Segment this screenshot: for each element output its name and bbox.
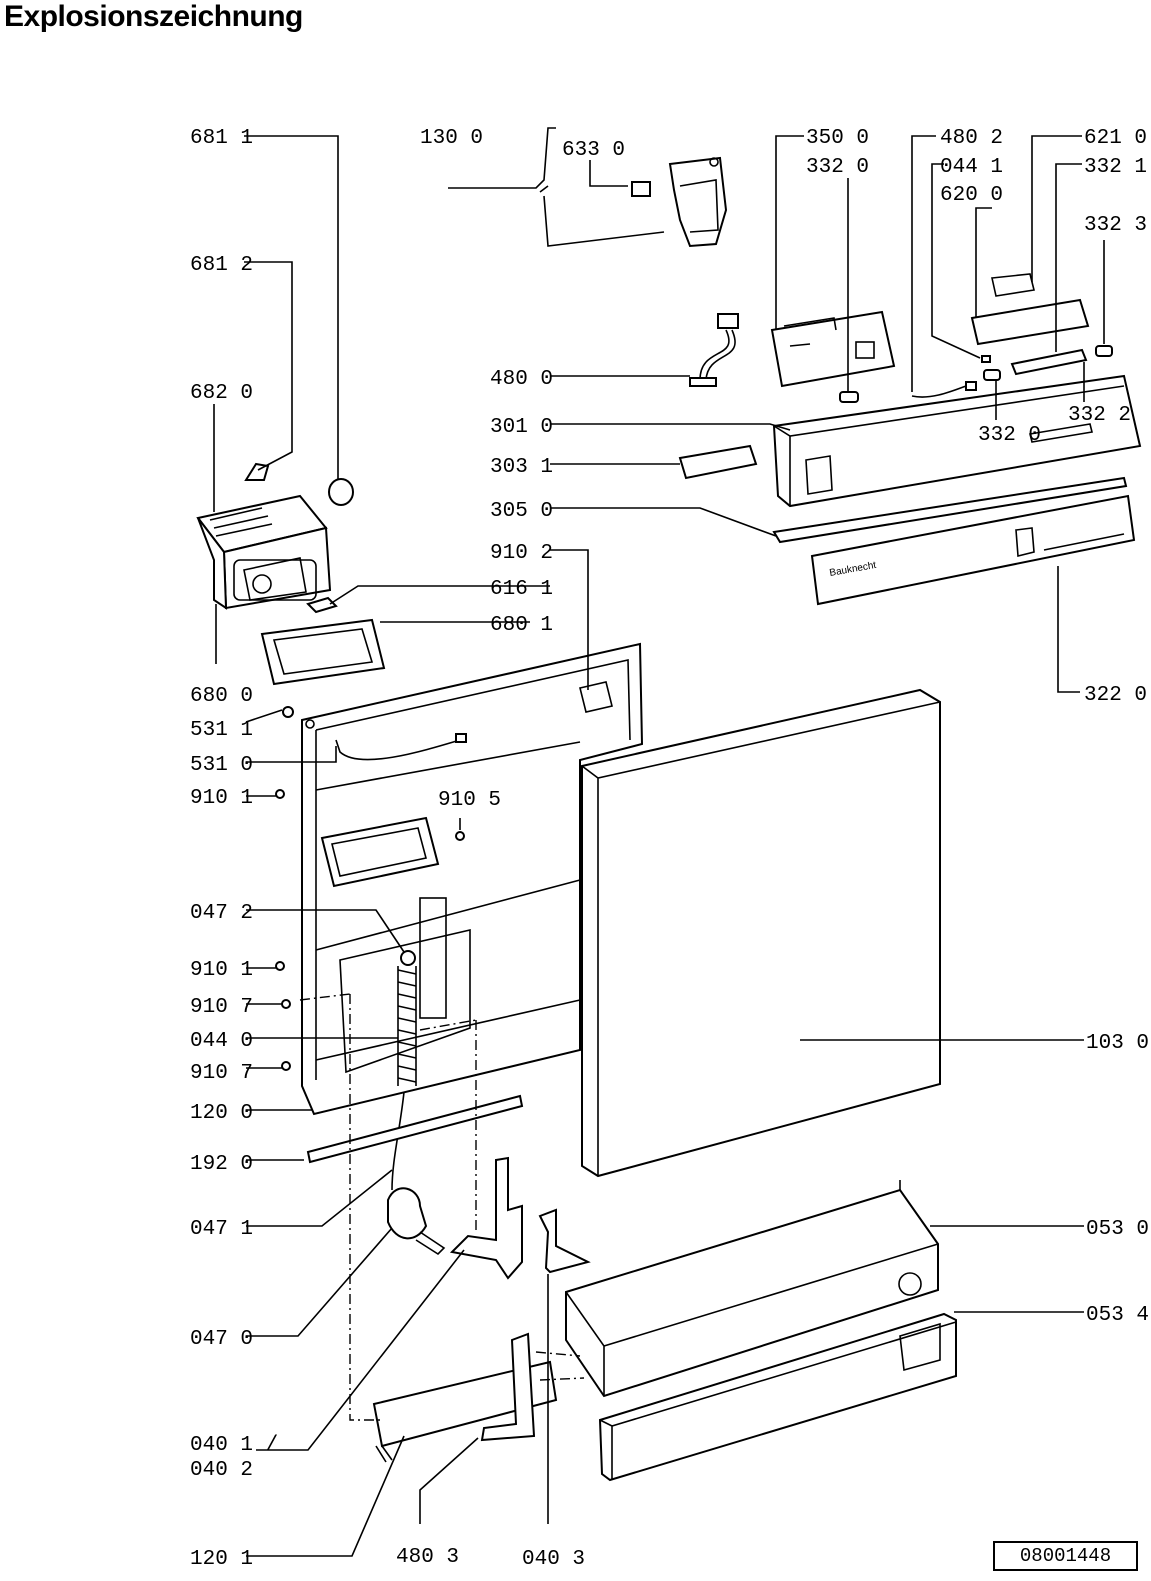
part-620-0-module bbox=[970, 273, 1090, 346]
alignment-lines bbox=[299, 993, 585, 1421]
callout-910-1-a: 910 1 bbox=[190, 787, 253, 810]
part-480-2-connector bbox=[965, 381, 977, 391]
callout-480-3: 480 3 bbox=[396, 1546, 459, 1569]
part-103-0-door-panel bbox=[581, 688, 941, 1178]
callout-910-7-a: 910 7 bbox=[190, 996, 253, 1019]
part-053-0-plinth bbox=[565, 1180, 939, 1398]
callout-040-1: 040 1 / bbox=[190, 1434, 278, 1457]
part-332-0-button-b bbox=[983, 369, 1001, 381]
part-inner-recess bbox=[320, 816, 440, 888]
part-305-0-bar bbox=[772, 476, 1128, 544]
part-350-0-board bbox=[770, 310, 896, 388]
callout-322-0: 322 0 bbox=[1084, 684, 1147, 707]
callout-332-0-b: 332 0 bbox=[978, 424, 1041, 447]
callout-192-0: 192 0 bbox=[190, 1153, 253, 1176]
part-303-1-knob bbox=[678, 444, 758, 480]
part-130-0-lock bbox=[668, 156, 728, 248]
callout-633-0: 633 0 bbox=[562, 139, 625, 162]
callout-910-1-b: 910 1 bbox=[190, 959, 253, 982]
drawing-number-box: 08001448 bbox=[993, 1541, 1138, 1571]
callout-303-1: 303 1 bbox=[490, 456, 553, 479]
part-680-1-gasket bbox=[260, 618, 386, 686]
part-480-2-wire bbox=[911, 385, 967, 398]
callout-480-0: 480 0 bbox=[490, 368, 553, 391]
part-480-0-harness bbox=[689, 313, 739, 387]
callout-044-1: 044 1 bbox=[940, 156, 1003, 179]
page-title: Explosionszeichnung bbox=[4, 0, 303, 33]
part-332-3-button bbox=[1095, 345, 1113, 357]
callout-labels: 681 1 681 2 682 0 680 0 531 1 531 0 910 … bbox=[190, 127, 1149, 1571]
part-120-1-strip bbox=[372, 1360, 558, 1463]
part-044-0-spring bbox=[391, 950, 417, 1191]
callout-910-2: 910 2 bbox=[490, 542, 553, 565]
callout-681-2: 681 2 bbox=[190, 254, 253, 277]
part-192-0-rail bbox=[306, 1094, 524, 1164]
part-681-1-plug bbox=[328, 478, 354, 506]
screw-910-1a bbox=[275, 789, 285, 799]
callout-620-0: 620 0 bbox=[940, 184, 1003, 207]
callout-616-1: 616 1 bbox=[490, 578, 553, 601]
callout-040-2: 040 2 bbox=[190, 1459, 253, 1482]
callout-910-7-b: 910 7 bbox=[190, 1062, 253, 1085]
callout-047-0: 047 0 bbox=[190, 1328, 253, 1351]
callout-531-0: 531 0 bbox=[190, 754, 253, 777]
callout-350-0: 350 0 bbox=[806, 127, 869, 150]
callout-332-3: 332 3 bbox=[1084, 214, 1147, 237]
part-531-0-connector bbox=[455, 733, 467, 743]
callout-305-0: 305 0 bbox=[490, 500, 553, 523]
part-047-1-hinge bbox=[387, 1187, 446, 1256]
callout-120-1: 120 1 bbox=[190, 1548, 253, 1571]
part-120-0-inner-door bbox=[301, 642, 644, 1116]
callout-621-0: 621 0 bbox=[1084, 127, 1147, 150]
callout-531-1: 531 1 bbox=[190, 719, 253, 742]
part-633-0-switch bbox=[631, 181, 651, 197]
part-322-0-front-panel bbox=[810, 494, 1136, 606]
callout-053-0: 053 0 bbox=[1086, 1218, 1149, 1241]
screw-910-7b bbox=[281, 1061, 291, 1071]
part-332-1-buttons bbox=[1010, 348, 1088, 376]
leader-lines bbox=[213, 127, 1105, 1557]
drawing-number: 08001448 bbox=[1019, 1545, 1112, 1567]
callout-103-0: 103 0 bbox=[1086, 1032, 1149, 1055]
callout-910-5: 910 5 bbox=[438, 789, 501, 812]
callout-332-1: 332 1 bbox=[1084, 156, 1147, 179]
part-301-0-control-housing bbox=[772, 374, 1142, 508]
callout-040-3: 040 3 bbox=[522, 1548, 585, 1571]
part-480-3-bracket bbox=[480, 1332, 536, 1442]
screw-910-1b bbox=[275, 961, 285, 971]
screw-910-7a bbox=[281, 999, 291, 1009]
callout-681-1: 681 1 bbox=[190, 127, 253, 150]
part-332-0-button-a bbox=[839, 391, 859, 403]
screw-910-5 bbox=[455, 831, 465, 841]
part-040-bracket bbox=[449, 1156, 523, 1280]
callout-680-1: 680 1 bbox=[490, 614, 553, 637]
callout-332-2: 332 2 bbox=[1068, 404, 1131, 427]
callout-053-4: 053 4 bbox=[1086, 1304, 1149, 1327]
callout-047-2: 047 2 bbox=[190, 902, 253, 925]
callout-680-0: 680 0 bbox=[190, 685, 253, 708]
screw-531-1 bbox=[282, 706, 294, 718]
part-044-1-led bbox=[981, 355, 991, 363]
callout-120-0: 120 0 bbox=[190, 1102, 253, 1125]
callout-047-1: 047 1 bbox=[190, 1218, 253, 1241]
part-616-1-latch bbox=[306, 596, 338, 614]
part-053-4-strip bbox=[598, 1312, 957, 1482]
part-dispenser-assembly bbox=[196, 494, 332, 610]
callout-480-2: 480 2 bbox=[940, 127, 1003, 150]
callout-044-0: 044 0 bbox=[190, 1030, 253, 1053]
callout-130-0: 130 0 bbox=[420, 127, 483, 150]
callout-332-0-a: 332 0 bbox=[806, 156, 869, 179]
callout-682-0: 682 0 bbox=[190, 382, 253, 405]
part-040-3 bbox=[538, 1208, 591, 1274]
part-531-0-cable bbox=[335, 739, 461, 761]
callout-301-0: 301 0 bbox=[490, 416, 553, 439]
